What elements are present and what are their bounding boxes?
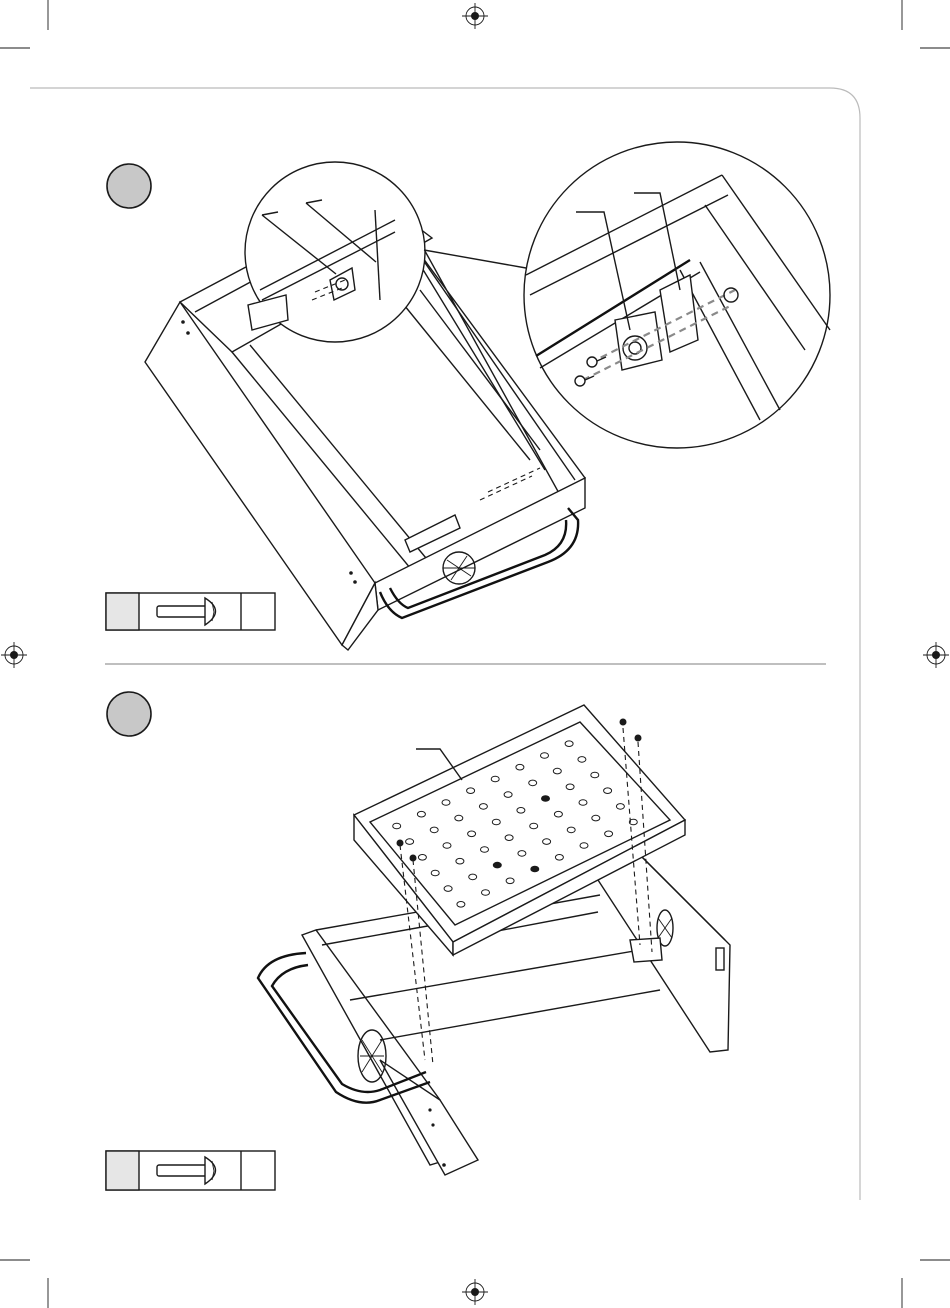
tray-hole [555,855,563,861]
tray-hole [553,768,561,774]
tray-hole [393,823,401,829]
tray-hole [604,788,612,794]
screw-part-box [106,1151,275,1190]
tray-hole [565,741,573,747]
tray-hole [506,878,514,884]
step-marker [107,164,151,208]
tray-hole [444,886,452,892]
tray-hole [543,839,551,845]
tray-hole [482,890,490,896]
tray-hole [516,764,524,770]
tray-hole [417,811,425,817]
tray-hole [469,874,477,880]
tray-hole [505,835,513,841]
tray-hole [530,823,538,829]
tray-hole [479,804,487,810]
step-marker [107,692,151,736]
tray-hole [443,843,451,849]
tray-hole [504,792,512,798]
tray-hole [456,858,464,864]
tray-hole [592,815,600,821]
crosshair-registration-icon [1,642,27,668]
detail-zoom-circle-small [245,162,425,342]
detail-zoom-circle-large [524,142,830,448]
tray-hole [616,804,624,810]
round-head-screw-icon [620,719,627,726]
tray-hole [468,831,476,837]
round-head-screw-icon [635,735,642,742]
tray-hole [566,784,574,790]
tray-hole [578,757,586,763]
tray-hole [541,753,549,759]
tray-hole [542,796,550,802]
round-head-screw-icon [397,840,404,847]
tray-hole [531,866,539,872]
tray-hole [492,819,500,825]
screw-part-box [106,593,275,630]
tray-hole [442,800,450,806]
tray-hole [418,855,426,861]
tray-hole [518,851,526,857]
zoom-connector [424,250,526,268]
tray-hole [467,788,475,794]
tray-hole [457,902,465,908]
crosshair-registration-icon [462,1279,488,1305]
tray-hole [529,780,537,786]
tray-hole [430,827,438,833]
tray-hole [481,847,489,853]
tray-hole [579,800,587,806]
tray-hole [431,870,439,876]
tray-hole [455,815,463,821]
crosshair-registration-icon [923,642,949,668]
tray-hole [517,808,525,814]
round-head-screw-icon [410,855,417,862]
tray-hole [580,843,588,849]
tray-hole [554,811,562,817]
tray-hole [591,772,599,778]
tray-hole [491,776,499,782]
tray-hole [567,827,575,833]
tray-hole [493,862,501,868]
tray-hole [605,831,613,837]
crosshair-registration-icon [462,3,488,29]
tray-hole [406,839,414,845]
